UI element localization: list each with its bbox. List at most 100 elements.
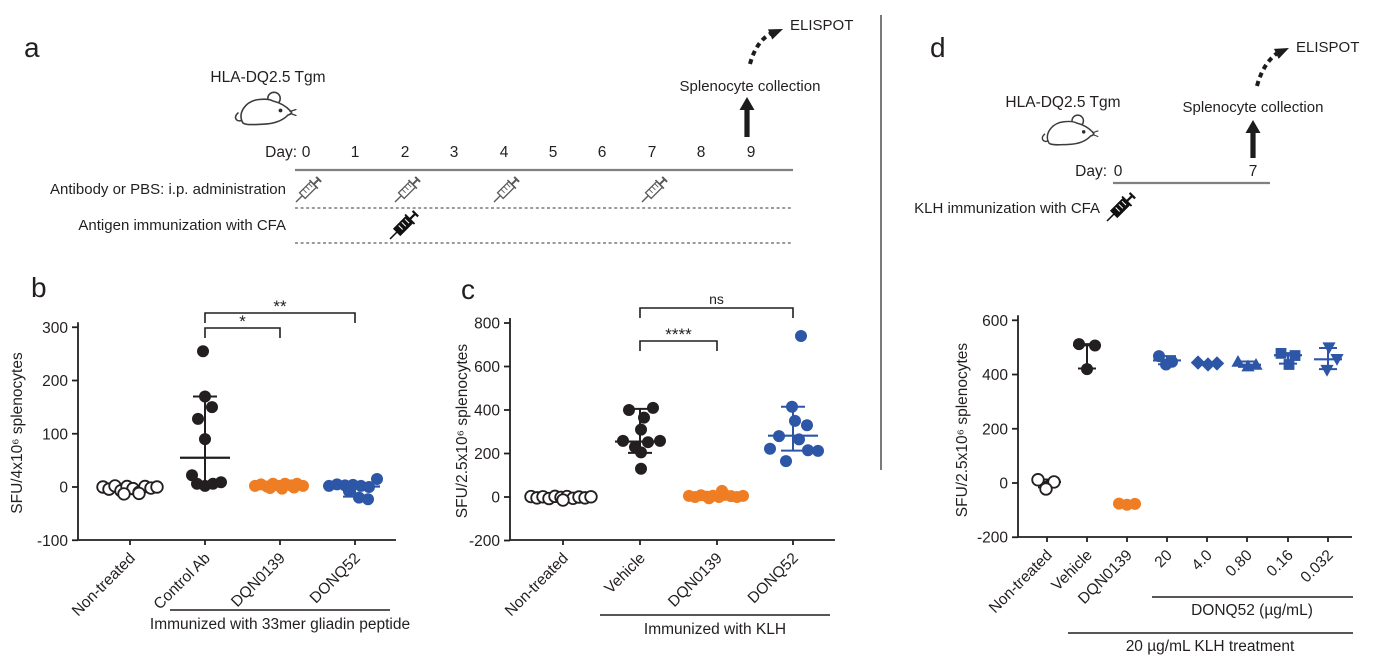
- data-point: [1160, 358, 1172, 371]
- data-point: [288, 481, 300, 494]
- syringe-outline-icon: [641, 176, 668, 203]
- data-point: [150, 480, 164, 494]
- data-point: [132, 486, 146, 501]
- y-tick-label: 400: [982, 367, 1008, 384]
- data-point: [812, 444, 824, 457]
- data-point: [197, 345, 209, 358]
- data-point: [192, 412, 204, 425]
- panel-c-letter: c: [461, 274, 475, 305]
- data-point: [556, 493, 570, 507]
- data-point: [1231, 354, 1245, 367]
- x-category-label: Non-treated: [69, 550, 139, 620]
- day-number: 6: [598, 144, 607, 161]
- data-point: [363, 481, 375, 493]
- data-point: [199, 390, 211, 403]
- data-point: [1209, 356, 1225, 371]
- data-point: [793, 433, 805, 446]
- elispot-arrow-head: [767, 29, 783, 40]
- data-point: [362, 493, 374, 506]
- mouse-icon: [1041, 114, 1099, 146]
- data-point: [635, 446, 647, 459]
- panel-d-elispot-label: ELISPOT: [1296, 39, 1360, 56]
- data-point: [737, 489, 749, 502]
- data-point: [206, 401, 218, 414]
- elispot-arrow-head: [1273, 48, 1289, 59]
- syringe-outline-icon: [394, 176, 421, 203]
- data-point: [584, 490, 598, 504]
- syringe-filled-icon: [389, 210, 419, 240]
- data-point: [117, 487, 131, 501]
- data-point: [353, 491, 365, 504]
- group-note-label: DONQ52 (µg/mL): [1191, 602, 1313, 619]
- data-point: [786, 400, 798, 413]
- y-tick-label: 800: [474, 316, 500, 333]
- data-point: [371, 473, 383, 486]
- scatter-group-non-treated: [96, 479, 164, 501]
- group-note-label: Immunized with 33mer gliadin peptide: [150, 616, 410, 633]
- significance-label: *: [239, 312, 246, 331]
- x-category-label: 0.032: [1297, 547, 1336, 586]
- y-tick-label: 400: [474, 403, 500, 420]
- significance-bracket: [639, 340, 718, 351]
- significance-bracket: [639, 307, 794, 318]
- y-tick-label: 200: [982, 421, 1008, 438]
- data-point: [780, 455, 792, 468]
- data-point: [642, 436, 654, 449]
- x-category-label: Non-treated: [986, 547, 1056, 617]
- panel-d-strain-label: HLA-DQ2.5 Tgm: [1005, 94, 1121, 111]
- mouse-icon: [234, 91, 297, 126]
- panel-d-day-prefix: Day:: [1075, 163, 1107, 180]
- panel-a-letter: a: [24, 32, 40, 63]
- scatter-group-non-treated: [524, 489, 598, 507]
- y-tick-label: -200: [977, 530, 1008, 547]
- panel-d-letter: d: [930, 32, 946, 63]
- scatter-group-donq52-20: [1153, 350, 1181, 371]
- day-number: 0: [302, 144, 311, 161]
- panel-d-collection-label: Splenocyte collection: [1182, 99, 1324, 116]
- x-category-label: 0.80: [1222, 547, 1256, 581]
- x-category-label: Control Ab: [151, 550, 214, 613]
- data-point: [199, 433, 211, 446]
- panel-a-day-prefix: Day:: [265, 144, 297, 161]
- data-point: [1283, 359, 1295, 370]
- scatter-group-dqn0139: [1113, 497, 1141, 511]
- y-tick-label: 600: [474, 359, 500, 376]
- scatter-group-dqn0139: [249, 477, 309, 495]
- day-number: 8: [697, 144, 706, 161]
- y-tick-label: 0: [59, 480, 68, 497]
- data-point: [1190, 355, 1206, 370]
- data-point: [716, 484, 728, 497]
- data-point: [789, 414, 801, 427]
- y-tick-label: 0: [999, 476, 1008, 493]
- y-tick-label: 600: [982, 313, 1008, 330]
- elispot-arrow-curve: [1255, 48, 1284, 87]
- data-point: [343, 485, 355, 498]
- day-number: 5: [549, 144, 558, 161]
- scatter-group-vehicle: [615, 401, 666, 475]
- data-point: [1089, 339, 1101, 352]
- day-number: 7: [1249, 163, 1258, 180]
- scatter-group-donq52-0.16: [1274, 347, 1302, 370]
- data-point: [801, 419, 813, 432]
- data-point: [617, 434, 629, 447]
- data-point: [215, 476, 227, 489]
- panel-d-row1-label: KLH immunization with CFA: [914, 200, 1100, 217]
- panel-b-letter: b: [31, 272, 47, 303]
- data-point: [795, 330, 807, 343]
- y-tick-label: 200: [474, 446, 500, 463]
- data-point: [1249, 357, 1263, 370]
- scatter-group-donq52-0.032: [1314, 342, 1344, 377]
- data-point: [647, 401, 659, 414]
- x-category-label: DONQ52: [745, 550, 802, 607]
- x-category-label: DONQ52: [307, 550, 364, 607]
- data-point: [276, 482, 288, 495]
- x-category-label: 4.0: [1189, 547, 1217, 575]
- scatter-group-vehicle: [1073, 338, 1101, 376]
- panel-a-row1-label: Antibody or PBS: i.p. administration: [50, 181, 286, 198]
- day-number: 1: [351, 144, 360, 161]
- y-tick-label: 200: [42, 373, 68, 390]
